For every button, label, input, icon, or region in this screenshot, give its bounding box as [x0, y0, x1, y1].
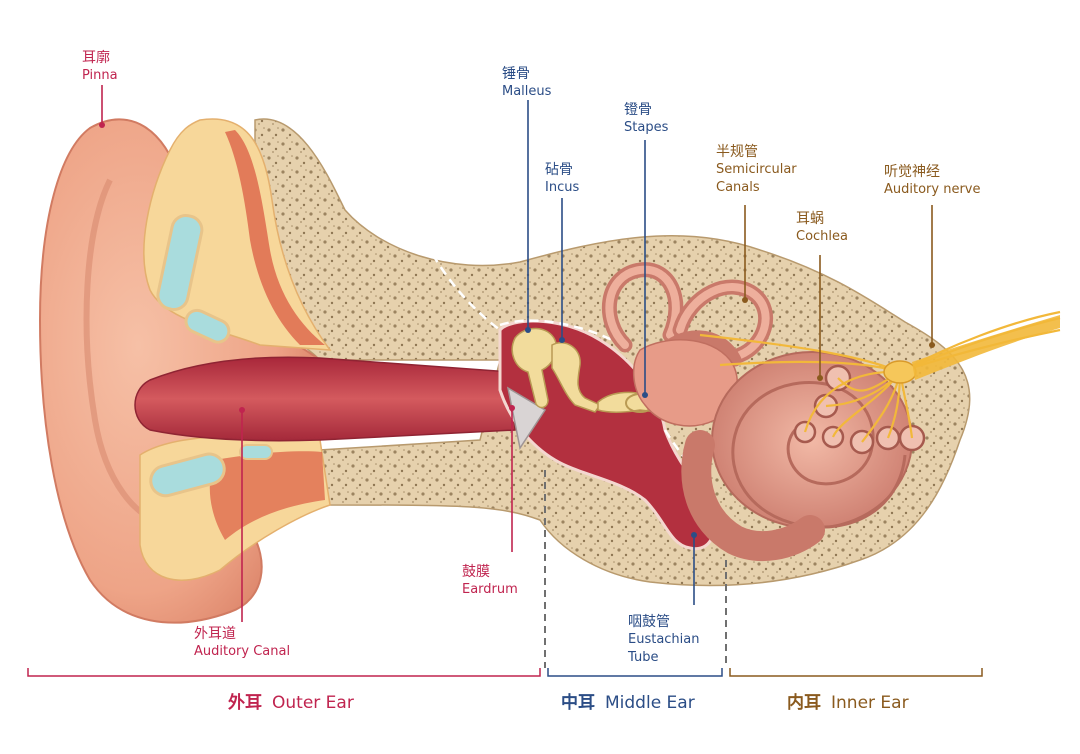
label-nerve-zh: 听觉神经 — [884, 164, 940, 180]
label-stapes-en: Stapes — [624, 120, 669, 135]
section-outer-ear: 外耳 Outer Ear — [228, 688, 354, 713]
label-incus: 砧骨 Incus — [545, 161, 579, 197]
label-canal-zh: 外耳道 — [194, 626, 236, 642]
section-outer-zh: 外耳 — [228, 693, 262, 713]
label-auditory-canal: 外耳道 Auditory Canal — [194, 625, 290, 661]
label-eustachian-en1: Eustachian — [628, 632, 700, 647]
semicircular-canals — [602, 262, 774, 367]
label-incus-en: Incus — [545, 180, 580, 195]
label-eardrum: 鼓膜 Eardrum — [462, 563, 518, 599]
label-eardrum-zh: 鼓膜 — [462, 564, 490, 580]
section-outer-en: Outer Ear — [272, 693, 354, 713]
cartilage-pocket-1 — [156, 214, 204, 311]
outer-ear-brace — [27, 668, 541, 677]
label-stapes-zh: 镫骨 — [624, 102, 652, 118]
outer-middle-boundary — [403, 184, 501, 331]
section-middle-ear: 中耳 Middle Ear — [561, 688, 695, 713]
label-malleus: 锤骨 Malleus — [502, 65, 551, 101]
nerve-trunk — [912, 315, 1060, 380]
label-eustachian-en2: Tube — [628, 650, 659, 665]
auditory-canal-shape — [134, 356, 516, 442]
label-eardrum-en: Eardrum — [462, 582, 518, 597]
label-cochlea-en: Cochlea — [796, 229, 848, 244]
label-semicircular-en1: Semicircular — [716, 162, 797, 177]
label-stapes: 镫骨 Stapes — [624, 101, 668, 137]
label-malleus-en: Malleus — [502, 84, 552, 99]
section-inner-en: Inner Ear — [831, 693, 909, 713]
label-auditory-nerve: 听觉神经 Auditory nerve — [884, 163, 981, 199]
section-middle-en: Middle Ear — [605, 693, 695, 713]
label-eustachian-tube: 咽鼓管 Eustachian Tube — [628, 613, 700, 667]
label-canal-en: Auditory Canal — [194, 644, 291, 659]
label-semicircular-zh: 半规管 — [716, 144, 758, 160]
upper-muscle-band — [225, 130, 325, 345]
middle-ear-brace — [547, 668, 723, 677]
nerve-ganglion — [883, 360, 917, 384]
section-inner-zh: 内耳 — [787, 693, 821, 713]
malleus-bone — [511, 327, 558, 409]
label-pinna-zh: 耳廓 — [82, 50, 110, 66]
label-pinna-en: Pinna — [82, 68, 118, 83]
pinna-inner-fold — [83, 178, 171, 528]
label-cochlea-zh: 耳蜗 — [796, 211, 824, 227]
inner-ear-brace — [729, 668, 983, 677]
section-middle-zh: 中耳 — [561, 693, 595, 713]
section-inner-ear: 内耳 Inner Ear — [787, 688, 909, 713]
leader-lines — [99, 85, 935, 622]
label-eustachian-zh: 咽鼓管 — [628, 614, 670, 630]
cartilage-pocket-3 — [149, 452, 226, 498]
label-pinna: 耳廓 Pinna — [82, 49, 118, 85]
lower-muscle-band — [209, 451, 325, 540]
label-semicircular-en2: Canals — [716, 180, 760, 195]
cartilage-pocket-2 — [184, 308, 231, 344]
label-nerve-en: Auditory nerve — [884, 182, 981, 197]
label-semicircular-canals: 半规管 Semicircular Canals — [716, 143, 797, 197]
label-incus-zh: 砧骨 — [545, 162, 573, 178]
eardrum-shape — [506, 386, 547, 450]
incus-bone — [551, 342, 602, 413]
cartilage-pocket-4 — [239, 444, 273, 460]
label-malleus-zh: 锤骨 — [502, 66, 530, 82]
label-cochlea: 耳蜗 Cochlea — [796, 210, 848, 246]
